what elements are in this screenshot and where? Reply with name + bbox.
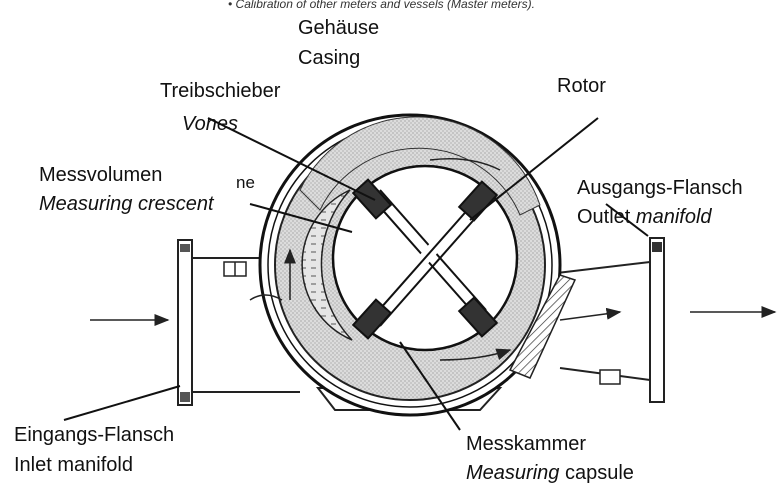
caption-text: • Calibration of other meters and vessel… — [228, 0, 535, 11]
vanes-label-de: Treibschieber — [160, 80, 281, 102]
leader-lines — [63, 117, 649, 431]
outlet-wedge — [508, 274, 577, 379]
casing-label-de: Gehäuse — [298, 17, 380, 39]
outlet-label-en: Outlet manifold — [577, 206, 712, 228]
rotor-label: Rotor — [557, 75, 606, 97]
measuring-crescent-label-de: Messvolumen — [39, 164, 163, 186]
capsule-label-en: Measuring capsule — [466, 462, 634, 484]
partial-word: ne — [236, 173, 255, 192]
casing-label-en: Casing — [298, 47, 361, 69]
inlet-label-en: Inlet manifold — [14, 454, 133, 476]
vanes-label-en: Vones — [182, 113, 238, 135]
outlet-label-de: Ausgangs-Flansch — [577, 177, 743, 199]
inlet-label-de: Eingangs-Flansch — [14, 424, 175, 446]
measuring-crescent — [301, 189, 353, 341]
measuring-crescent-label-en: Measuring crescent — [39, 193, 214, 215]
capsule-label-de: Messkammer — [466, 433, 587, 455]
flow-arrows — [90, 158, 777, 361]
